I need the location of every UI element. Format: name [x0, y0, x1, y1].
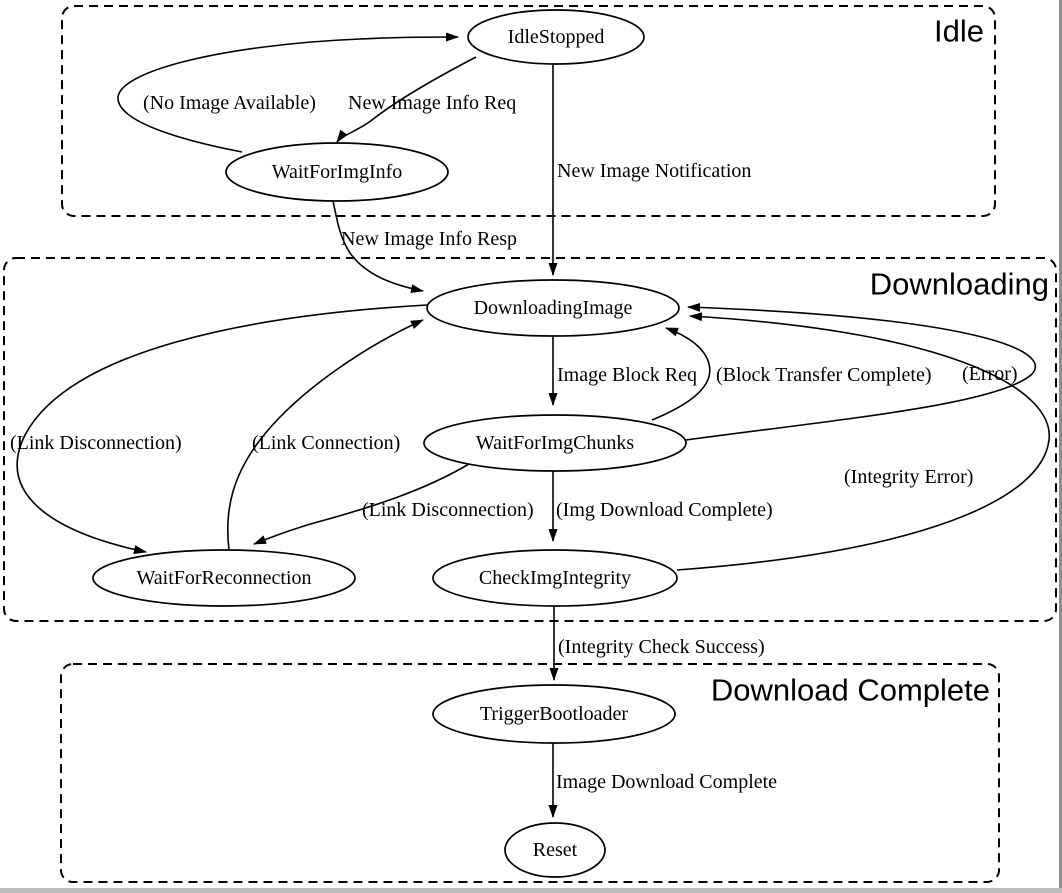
state-node-WaitForImgInfo-shape [225, 142, 449, 202]
edge-label-12: (Integrity Check Success) [558, 636, 765, 658]
edge-IdleStopped-to-WaitForImgInfo [336, 56, 477, 143]
state-node-DownloadingImage-label: DownloadingImage [474, 297, 633, 319]
state-node-DownloadingImage: DownloadingImage [426, 279, 680, 337]
state-node-CheckImgIntegrity: CheckImgIntegrity [432, 549, 678, 607]
cluster-downloading-label: Downloading [870, 267, 1049, 302]
edge-WaitForImgInfo-to-DownloadingImage [332, 200, 424, 294]
cluster-download-complete-border [60, 663, 1000, 883]
cluster-download-complete-label: Download Complete [711, 673, 990, 708]
window-edge-right [1059, 0, 1062, 893]
edge-label-9: (Link Connection) [252, 432, 400, 454]
edge-WaitForImgChunks-to-WaitForReconnection [253, 463, 470, 545]
state-node-Reset-shape [504, 822, 606, 878]
state-node-TriggerBootloader-shape [432, 684, 676, 744]
edge-label-10: (Link Disconnection) [362, 499, 534, 521]
state-node-Reset-label: Reset [533, 839, 578, 861]
state-node-WaitForReconnection-shape [92, 549, 356, 607]
edge-DownloadingImage-to-WaitForReconnection [16, 304, 428, 554]
edge-label-8: (Link Disconnection) [10, 432, 182, 454]
state-node-TriggerBootloader-label: TriggerBootloader [480, 703, 628, 725]
cluster-idle-label: Idle [934, 14, 984, 49]
edge-WaitForImgChunks-to-DownloadingImage [651, 327, 711, 421]
edge-label-5: (Block Transfer Complete) [716, 364, 932, 386]
state-node-WaitForImgInfo-label: WaitForImgInfo [272, 161, 403, 183]
window-edge-bottom [0, 888, 1062, 893]
state-node-CheckImgIntegrity-label: CheckImgIntegrity [479, 567, 631, 589]
state-node-Reset: Reset [504, 822, 606, 878]
state-node-WaitForImgChunks-shape [423, 414, 687, 472]
state-node-IdleStopped: IdleStopped [467, 9, 645, 65]
cluster-idle-border [61, 5, 996, 217]
state-node-TriggerBootloader: TriggerBootloader [432, 684, 676, 744]
state-node-IdleStopped-label: IdleStopped [508, 26, 605, 48]
state-node-CheckImgIntegrity-shape [432, 549, 678, 607]
state-node-WaitForReconnection-label: WaitForReconnection [136, 567, 311, 589]
state-node-WaitForImgInfo: WaitForImgInfo [225, 142, 449, 202]
state-node-IdleStopped-shape [467, 9, 645, 65]
state-node-WaitForImgChunks-label: WaitForImgChunks [476, 432, 635, 454]
cluster-downloading-border [3, 257, 1057, 622]
state-node-DownloadingImage-shape [426, 279, 680, 337]
edge-label-1: (No Image Available) [143, 92, 316, 114]
edge-label-4: Image Block Req [557, 364, 697, 386]
edge-CheckImgIntegrity-to-DownloadingImage [676, 312, 1050, 571]
edge-label-13: Image Download Complete [556, 771, 777, 793]
edge-label-3: New Image Info Resp [341, 228, 517, 250]
edge-label-2: New Image Notification [557, 160, 751, 182]
edge-WaitForImgInfo-to-IdleStopped [117, 32, 459, 153]
edge-WaitForImgChunks-to-DownloadingImage [685, 302, 1037, 441]
state-node-WaitForReconnection: WaitForReconnection [92, 549, 356, 607]
edge-label-0: New Image Info Req [348, 92, 516, 114]
edge-label-7: (Integrity Error) [844, 466, 973, 488]
edge-WaitForReconnection-to-DownloadingImage [226, 319, 424, 551]
edge-label-11: (Img Download Complete) [556, 499, 773, 521]
state-node-WaitForImgChunks: WaitForImgChunks [423, 414, 687, 472]
